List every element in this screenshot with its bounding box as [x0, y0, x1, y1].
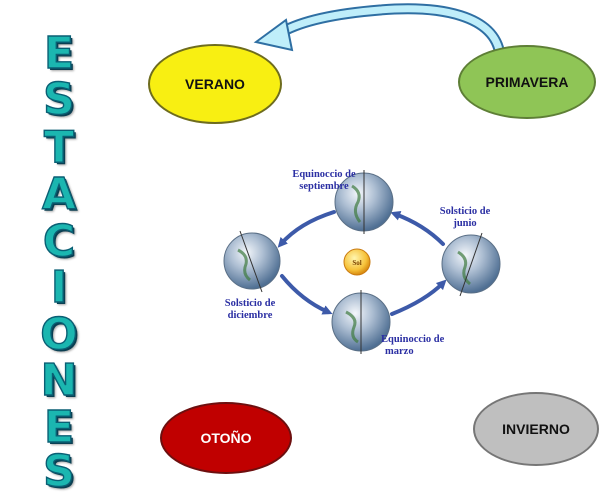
orbit-arrows [277, 210, 447, 316]
season-label: INVIERNO [502, 421, 570, 437]
label-line: Solsticio de [439, 206, 491, 217]
season-label: VERANO [185, 76, 245, 92]
globe-diciembre [223, 230, 281, 293]
season-label: OTOÑO [200, 430, 252, 446]
season-label: PRIMAVERA [485, 74, 569, 90]
title-estaciones: E S T A C I O N E S [0, 0, 120, 496]
title-letter: N [40, 355, 78, 406]
label-line: septiembre [299, 181, 349, 192]
sun-icon: Sol [343, 248, 371, 276]
label-line: Equinoccio de [292, 169, 356, 180]
title-letter: A [41, 169, 77, 220]
arrow-sep-dic [277, 210, 336, 248]
label-solsticio-junio: Solsticio de junio [432, 206, 498, 230]
season-verano: VERANO [148, 44, 282, 124]
title-letter: C [42, 216, 76, 267]
globe-septiembre [334, 170, 394, 234]
globe-junio [441, 232, 501, 297]
title-letter: E [43, 402, 75, 453]
arrow-dic-mar [280, 274, 333, 315]
label-line: Equinoccio de [381, 334, 445, 345]
label-line: Solsticio de [224, 298, 276, 309]
arrow-mar-jun [390, 279, 447, 316]
label-equinoccio-marzo: Equinoccio de marzo [381, 334, 461, 358]
label-solsticio-diciembre: Solsticio de diciembre [214, 298, 286, 322]
globe-marzo [331, 290, 391, 354]
season-primavera: PRIMAVERA [458, 45, 596, 119]
title-letter: T [43, 122, 74, 173]
label-line: junio [453, 218, 477, 229]
title-letter: S [42, 446, 75, 497]
label-equinoccio-septiembre: Equinoccio de septiembre [274, 169, 374, 193]
sun-label: Sol [352, 259, 361, 267]
title-letter: I [50, 262, 68, 313]
arrow-jun-sep [390, 211, 445, 246]
season-invierno: INVIERNO [473, 392, 599, 466]
season-otono: OTOÑO [160, 402, 292, 474]
title-letter: O [40, 309, 79, 360]
label-line: marzo [385, 346, 414, 357]
title-letter: S [42, 74, 75, 125]
title-letter: E [43, 28, 75, 79]
label-line: diciembre [227, 310, 273, 321]
curved-arrow [253, 3, 506, 61]
